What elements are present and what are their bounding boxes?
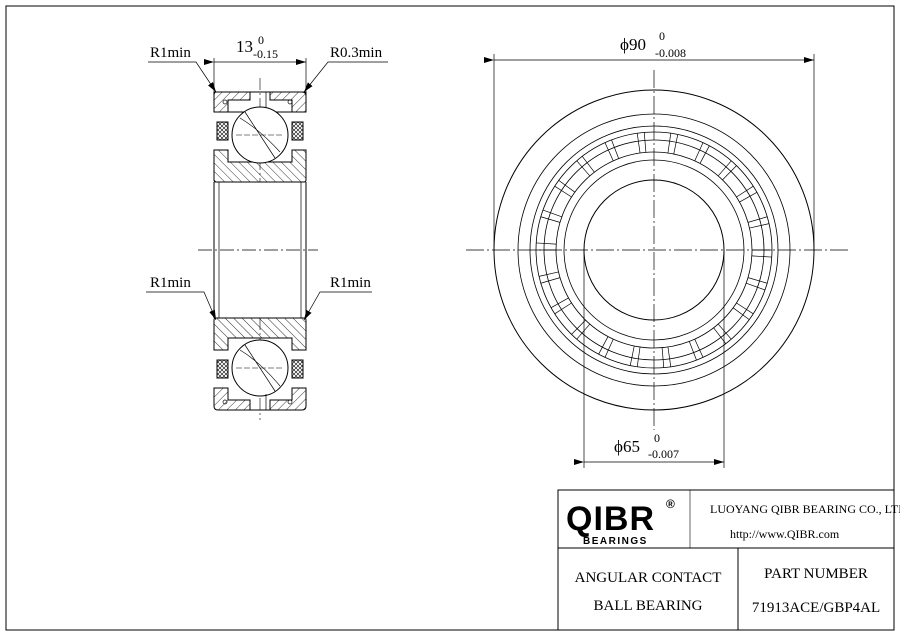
label-mid-left: R1min: [150, 275, 191, 291]
cage-pocket-edge: [604, 338, 614, 358]
upper-left-seal: [216, 121, 229, 141]
title-block: [557, 489, 895, 631]
cage-pocket-edge: [661, 347, 665, 368]
width-dim-upper: 0: [258, 33, 264, 47]
logo-mark: QIBR: [566, 500, 655, 538]
outer-dim-main: ϕ90: [620, 35, 646, 54]
cage-pocket-edge: [747, 216, 768, 223]
cage-pocket-edge: [542, 209, 562, 218]
drawing-frame: [5, 5, 895, 631]
company-website: http://www.QIBR.com: [730, 527, 840, 541]
cage-pocket-edge: [598, 336, 609, 355]
width-dim-main: 13: [236, 37, 253, 56]
cage-pocket-edge: [722, 165, 737, 181]
company-name: LUOYANG QIBR BEARING CO., LTD: [710, 502, 900, 516]
upper-right-seal: [291, 121, 304, 141]
cage-pocket-edge: [554, 185, 572, 198]
cage-pocket-edge: [739, 191, 758, 203]
cage-pocket-edge: [749, 223, 770, 229]
cage-pocket-edge: [636, 346, 641, 367]
cage-pocket-edge: [538, 271, 559, 277]
inner-dim-lower: -0.007: [648, 447, 679, 461]
outer-ring-shoulder: [517, 113, 791, 387]
part-number-label: PART NUMBER: [764, 566, 868, 582]
cage-pocket-edge: [576, 160, 591, 177]
cage-pocket-edge: [554, 302, 572, 315]
cage-pocket-edge: [629, 345, 635, 366]
cage-pocket-edge: [540, 277, 561, 284]
side-section-view: [146, 58, 388, 420]
qibr-logo: QIBR ® BEARINGS: [566, 497, 675, 547]
outer-dim-upper: 0: [659, 29, 665, 43]
upper-inner-ring: [213, 149, 307, 183]
cage-pocket-edge: [751, 255, 772, 258]
cage-pockets: [536, 132, 772, 368]
part-number-value: 71913ACE/GBP4AL: [752, 600, 880, 616]
lower-outer-ring: [213, 387, 307, 411]
cage-pocket-edge: [717, 323, 732, 340]
cage-pocket-edge: [736, 302, 754, 315]
cage-pocket-edge: [688, 341, 697, 361]
inner-dim-main: ϕ65: [614, 437, 640, 456]
label-top-left: R1min: [150, 45, 191, 61]
cage-pocket-edge: [550, 297, 569, 309]
front-view: [466, 54, 848, 468]
cage-pocket-edge: [667, 346, 672, 367]
cage-pocket-edge: [636, 133, 641, 154]
cage-pocket-edge: [581, 156, 595, 173]
label-mid-right: R1min: [330, 275, 371, 291]
cage-pocket-edge: [694, 338, 704, 358]
logo-subtext: BEARINGS: [583, 536, 648, 547]
cage-pocket-edge: [558, 180, 576, 193]
registered-mark: ®: [666, 497, 675, 511]
leader-top-left: [148, 61, 217, 93]
label-top-right: R0.3min: [330, 45, 383, 61]
cage-pocket-edge: [576, 323, 591, 340]
width-dim-lower: -0.15: [253, 47, 278, 61]
cage-pocket-edge: [643, 132, 647, 153]
product-line-1: ANGULAR CONTACT: [575, 570, 722, 586]
cage-pocket-edge: [673, 134, 679, 155]
cage-pocket-edge: [699, 145, 710, 164]
cage-pocket-edge: [747, 277, 768, 284]
leader-top-right: [303, 61, 388, 93]
leader-mid-left: [146, 291, 217, 321]
cage-pocket-edge: [604, 142, 614, 162]
cage-pocket-edge: [667, 133, 672, 154]
inner-dim-upper: 0: [654, 431, 660, 445]
cage-pocket-edge: [536, 242, 557, 245]
cage-pocket-edge: [540, 216, 561, 223]
leader-mid-right: [303, 291, 372, 321]
lower-left-seal: [216, 359, 229, 379]
cage-pocket-edge: [717, 160, 732, 177]
cage-pocket-edge: [611, 139, 620, 159]
cage-pocket-edge: [694, 142, 704, 162]
cage-pocket-edge: [746, 282, 766, 291]
cage-pocket-edge: [732, 307, 750, 320]
cage-pocket-edge: [736, 185, 754, 198]
inner-ring-shoulder: [563, 159, 745, 341]
product-line-2: BALL BEARING: [593, 598, 702, 614]
lower-right-seal: [291, 359, 304, 379]
outer-dim-lower: -0.008: [655, 46, 686, 60]
cage-pocket-edge: [571, 319, 586, 335]
